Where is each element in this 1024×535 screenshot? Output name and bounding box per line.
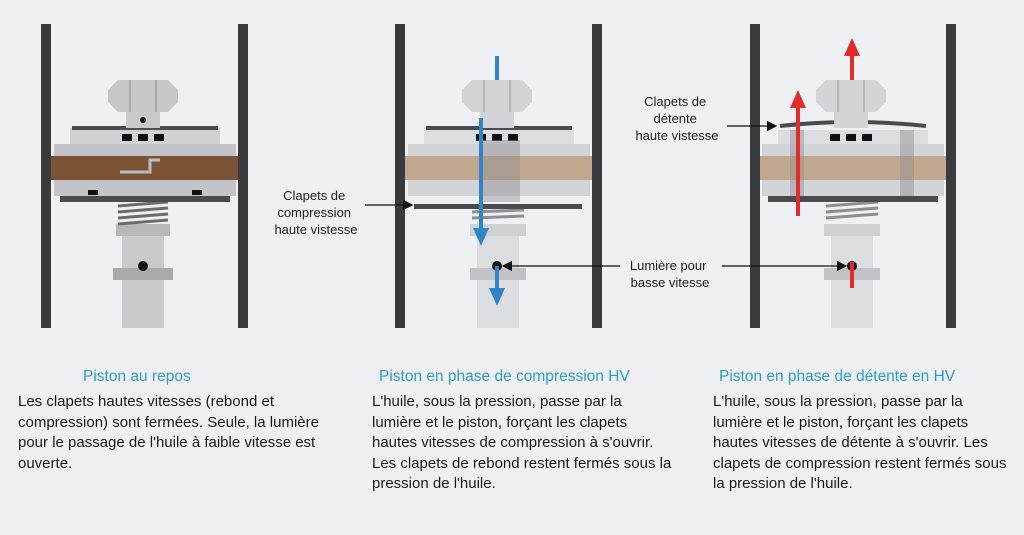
spring — [117, 200, 169, 226]
label-compression-valves: Clapets de compression haute vistesse — [274, 188, 357, 237]
piston-rebound — [750, 24, 956, 328]
compression-valves-closed — [768, 196, 938, 202]
spring-seat — [116, 224, 170, 236]
nut — [816, 80, 886, 112]
piston-band — [760, 156, 946, 180]
piston-at-rest — [41, 24, 248, 328]
cylinder-wall-left — [395, 24, 405, 328]
panel-compression: Piston en phase de compression HV L'huil… — [372, 368, 672, 495]
spring — [825, 200, 879, 220]
cylinder-wall-right — [946, 24, 956, 328]
panel-title: Piston en phase de compression HV — [379, 368, 630, 385]
panel-title: Piston au repos — [83, 368, 191, 385]
piston-diagram: Clapets de compression haute vistesse Cl… — [41, 24, 956, 328]
panel-description: Les clapets hautes vitesses (rebond et c… — [18, 393, 319, 472]
callout-lines — [365, 120, 848, 272]
label-rebound-valves: Clapets de détente haute vistesse — [635, 94, 718, 143]
nut — [108, 80, 178, 112]
lower-valve-stack — [60, 196, 230, 202]
rod-collar — [113, 268, 173, 280]
panel-at-rest: Piston au repos Les clapets hautes vites… — [18, 368, 328, 474]
upper-plate — [54, 144, 236, 156]
panel-rebound: Piston en phase de détente en HV L'huile… — [713, 368, 1013, 495]
panel-description: L'huile, sous la pression, passe par la … — [372, 393, 672, 492]
label-low-speed-port: Lumière pour basse vitesse — [630, 258, 710, 290]
oil-flow-arrow-down — [473, 56, 505, 306]
piston-compression — [395, 24, 602, 328]
oil-passage — [482, 140, 520, 202]
nut — [462, 80, 532, 112]
oil-flow-arrow-up — [790, 38, 860, 288]
lower-plate — [54, 180, 236, 196]
panel-description: L'huile, sous la pression, passe par la … — [713, 393, 1007, 492]
cylinder-wall-left — [41, 24, 51, 328]
piston-band — [405, 156, 592, 180]
compression-valves-open — [414, 204, 582, 209]
cylinder-wall-right — [238, 24, 248, 328]
piston-band — [51, 156, 238, 180]
cylinder-wall-right — [592, 24, 602, 328]
low-speed-port — [138, 261, 148, 271]
cylinder-wall-left — [750, 24, 760, 328]
panel-title: Piston en phase de détente en HV — [719, 368, 956, 385]
